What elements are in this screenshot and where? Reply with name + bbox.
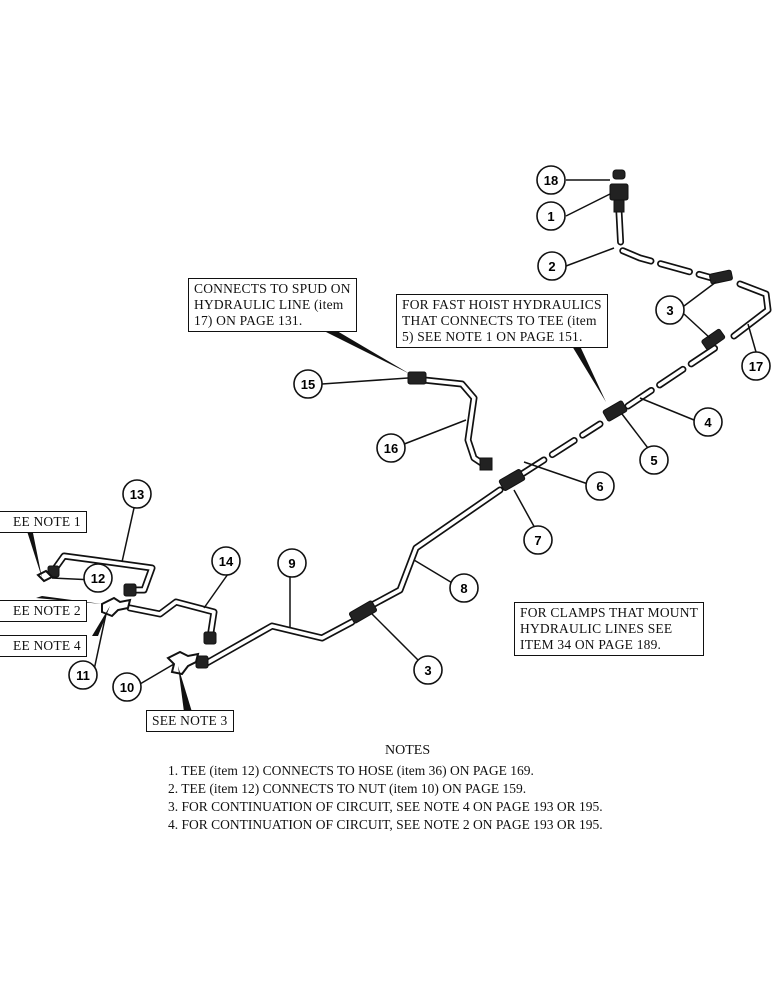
callout-18: 18	[536, 165, 566, 195]
tee-fitting-12	[36, 569, 54, 583]
callout-13: 13	[122, 479, 152, 509]
callout-7-number: 7	[534, 533, 541, 548]
label-spud-line-3: 17) ON PAGE 131.	[194, 313, 303, 328]
tee-fitting-5	[602, 400, 628, 422]
label-see-note-3-text: SEE NOTE 3	[152, 713, 228, 728]
callout-17-number: 17	[749, 359, 763, 374]
pointer-note-4	[92, 606, 110, 636]
callout-3b-number: 3	[424, 663, 431, 678]
label-see-note-2-text: EE NOTE 2	[13, 603, 81, 618]
callout-9: 9	[277, 548, 307, 578]
callout-14: 14	[211, 546, 241, 576]
callout-6: 6	[585, 471, 615, 501]
fitting-1	[609, 183, 629, 201]
callout-13-number: 13	[130, 487, 144, 502]
fitting-15	[407, 371, 427, 385]
callout-7: 7	[523, 525, 553, 555]
callout-4-number: 4	[704, 415, 712, 430]
label-clamps-line-1: FOR CLAMPS THAT MOUNT	[520, 605, 699, 620]
callout-9-number: 9	[288, 556, 295, 571]
callout-8-number: 8	[460, 581, 467, 596]
tee-fitting-11	[101, 596, 132, 618]
callout-2: 2	[537, 251, 567, 281]
callout-10: 10	[112, 672, 142, 702]
note-2: 2. TEE (item 12) CONNECTS TO NUT (item 1…	[168, 781, 527, 796]
label-fast-hoist-line-3: 5) SEE NOTE 1 ON PAGE 151.	[402, 329, 583, 344]
union-fitting-3a	[709, 269, 733, 285]
label-see-note-4: EE NOTE 4	[0, 635, 87, 657]
callout-11-number: 11	[76, 668, 90, 683]
callout-1-number: 1	[547, 209, 554, 224]
label-clamps: FOR CLAMPS THAT MOUNT HYDRAULIC LINES SE…	[514, 602, 705, 656]
label-see-note-1-text: EE NOTE 1	[13, 514, 81, 529]
callout-10-number: 10	[120, 680, 134, 695]
label-see-note-2: EE NOTE 2	[0, 600, 87, 622]
pointer-fast-hoist	[572, 346, 606, 402]
label-fast-hoist-line-2: THAT CONNECTS TO TEE (item	[402, 313, 597, 328]
callout-5: 5	[639, 445, 669, 475]
note-4: 4. FOR CONTINUATION OF CIRCUIT, SEE NOTE…	[168, 817, 603, 832]
cap-fitting-18	[612, 169, 626, 180]
callout-14-number: 14	[219, 554, 234, 569]
callout-8: 8	[449, 573, 479, 603]
callout-16-number: 16	[384, 441, 398, 456]
pointer-spud	[322, 328, 410, 374]
callout-1: 1	[536, 201, 566, 231]
note-3: 3. FOR CONTINUATION OF CIRCUIT, SEE NOTE…	[168, 799, 603, 814]
label-see-note-1: EE NOTE 1	[0, 511, 87, 533]
notes-title: NOTES	[385, 743, 431, 758]
label-clamps-line-3: ITEM 34 ON PAGE 189.	[520, 637, 662, 652]
callout-3a: 3	[655, 295, 685, 325]
callout-15: 15	[293, 369, 323, 399]
callout-17: 17	[741, 351, 771, 381]
cross-fitting-10	[166, 650, 200, 676]
callout-16: 16	[376, 433, 406, 463]
label-clamps-line-2: HYDRAULIC LINES SEE	[520, 621, 673, 636]
label-fast-hoist: FOR FAST HOIST HYDRAULICS THAT CONNECTS …	[396, 294, 608, 348]
note-1: 1. TEE (item 12) CONNECTS TO HOSE (item …	[168, 763, 534, 778]
callout-12-number: 12	[91, 571, 105, 586]
label-spud-line-2: HYDRAULIC LINE (item	[194, 297, 344, 312]
callout-6-number: 6	[596, 479, 603, 494]
label-connects-to-spud: CONNECTS TO SPUD ON HYDRAULIC LINE (item…	[188, 278, 357, 332]
callout-4: 4	[693, 407, 723, 437]
tee-fitting-7	[498, 469, 526, 491]
callout-12: 12	[83, 563, 113, 593]
label-see-note-3: SEE NOTE 3	[146, 710, 234, 732]
callout-18-number: 18	[544, 173, 558, 188]
callout-2-number: 2	[548, 259, 555, 274]
label-spud-line-1: CONNECTS TO SPUD ON	[194, 281, 351, 296]
callout-3a-number: 3	[666, 303, 673, 318]
union-fitting-3b	[348, 600, 378, 624]
callout-5-number: 5	[650, 453, 657, 468]
label-fast-hoist-line-1: FOR FAST HOIST HYDRAULICS	[402, 297, 602, 312]
callout-3b: 3	[413, 655, 443, 685]
label-see-note-4-text: EE NOTE 4	[13, 638, 81, 653]
callout-11: 11	[68, 660, 98, 690]
pointer-note-3	[178, 666, 192, 712]
pointer-note-1	[26, 528, 42, 578]
callout-15-number: 15	[301, 377, 315, 392]
